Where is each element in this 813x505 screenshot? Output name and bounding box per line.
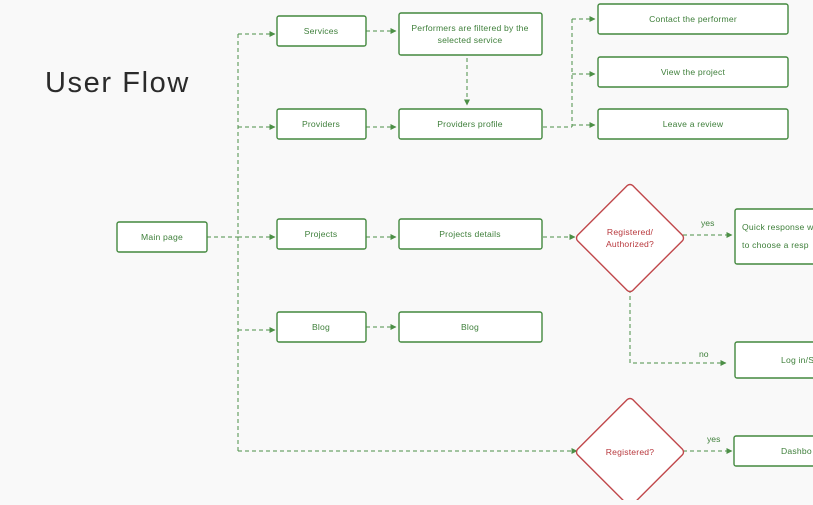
node-quick-response-line1: Quick response w [742, 222, 813, 232]
node-view-project: View the project [597, 56, 789, 88]
node-leave-review-label: Leave a review [663, 119, 724, 129]
decision-registered: Registered? [575, 397, 685, 505]
node-providers-profile: Providers profile [398, 108, 543, 140]
decision-registered-authorized: Registered/ Authorized? [575, 183, 685, 293]
node-contact-performer: Contact the performer [597, 3, 789, 35]
node-contact-performer-label: Contact the performer [649, 14, 737, 24]
node-services: Services [276, 15, 367, 47]
node-blog: Blog [276, 311, 367, 343]
node-performers-filtered-line2: selected service [438, 35, 503, 45]
node-projects-label: Projects [305, 229, 338, 239]
node-blog-page: Blog [398, 311, 543, 343]
edges [207, 16, 733, 454]
node-projects: Projects [276, 218, 367, 250]
node-quick-response-line2: to choose a resp [742, 240, 809, 250]
node-providers-label: Providers [302, 119, 340, 129]
diagram-title: User Flow [45, 67, 190, 99]
node-leave-review: Leave a review [597, 108, 789, 140]
edge-label-yes-bottom: yes [707, 434, 720, 444]
node-performers-filtered: Performers are filtered by the selected … [398, 12, 543, 56]
node-dashboard-label: Dashbo [781, 446, 812, 456]
decision-registered-label: Registered? [606, 447, 655, 457]
node-performers-filtered-line1: Performers are filtered by the [411, 23, 528, 33]
node-view-project-label: View the project [661, 67, 726, 77]
node-login-label: Log in/S [781, 355, 813, 365]
node-main-page-label: Main page [141, 232, 183, 242]
node-blog-label: Blog [312, 322, 330, 332]
edge-decision-no [629, 289, 727, 366]
node-dashboard: Dashbo [733, 435, 813, 467]
node-services-label: Services [304, 26, 339, 36]
decision-registered-authorized-line1: Registered/ [607, 227, 654, 237]
decision-registered-authorized-line2: Authorized? [606, 239, 654, 249]
node-projects-details: Projects details [398, 218, 543, 250]
node-login: Log in/S [734, 341, 813, 379]
node-projects-details-label: Projects details [439, 229, 500, 239]
node-main-page: Main page [116, 221, 208, 253]
node-quick-response: Quick response w to choose a resp [734, 208, 813, 265]
edge-label-no: no [699, 349, 709, 359]
node-providers: Providers [276, 108, 367, 140]
node-blog-page-label: Blog [461, 322, 479, 332]
edge-label-yes-top: yes [701, 218, 714, 228]
node-providers-profile-label: Providers profile [437, 119, 503, 129]
